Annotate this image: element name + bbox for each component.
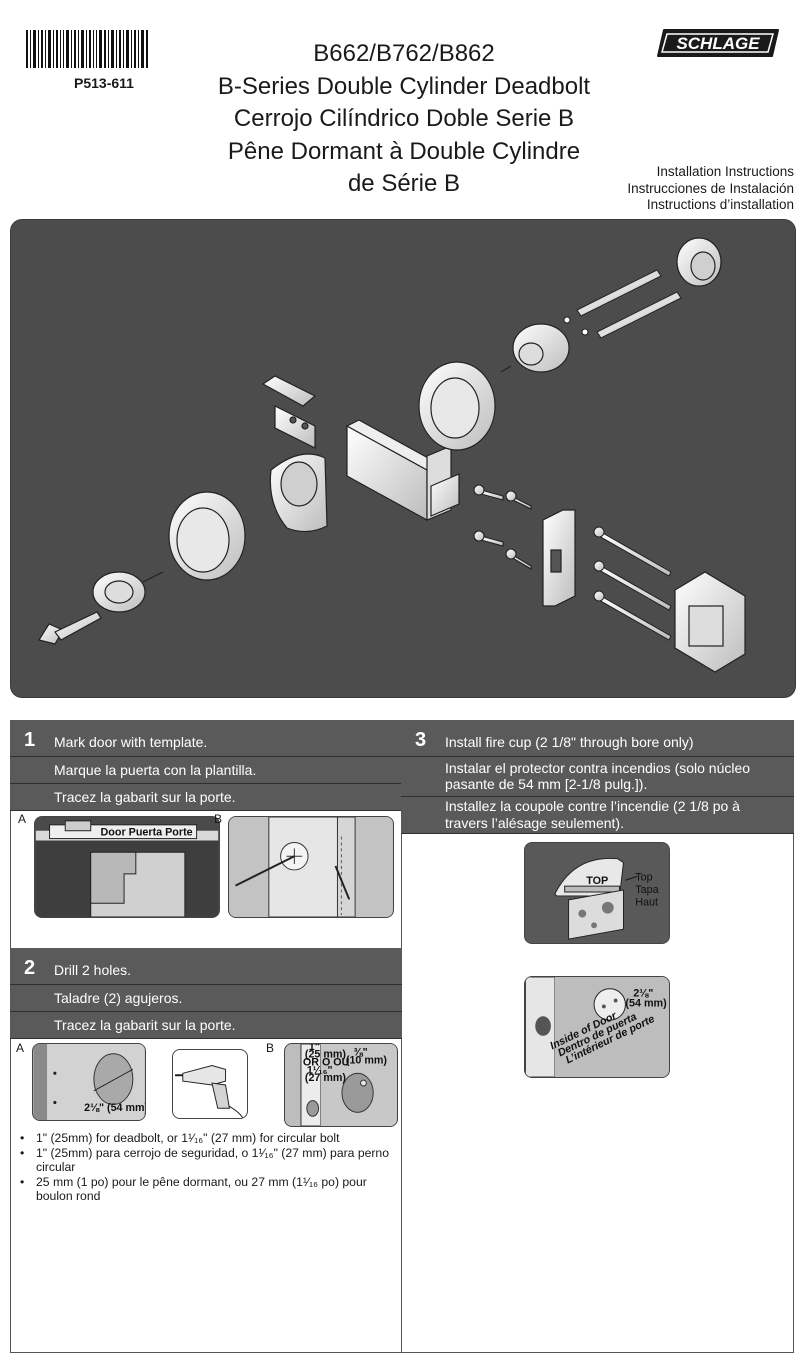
step-3-text-es: Instalar el protector contra incendios (…: [445, 760, 751, 792]
brand-name: SCHLAGE: [676, 34, 760, 53]
outside-rose: [168, 491, 246, 581]
step-3-text-en: Install fire cup (2 1/8" through bore on…: [445, 734, 694, 750]
drill-note: 25 mm (1 po) pour le pêne dormant, ou 27…: [20, 1175, 390, 1203]
step-1-row-es: Marque la puerta con la plantilla.: [10, 757, 402, 784]
instructions-fr: Instructions d’installation: [646, 197, 794, 212]
fire-cup-bore-label: 2⅛": [633, 988, 653, 1000]
bracket: [261, 375, 317, 449]
step-2-row-es: Taladre (2) agujeros.: [10, 985, 402, 1012]
step-1-label-b: B: [214, 812, 223, 826]
exploded-parts-diagram: [10, 219, 796, 698]
title-line-fr-2: de Série B: [347, 170, 461, 197]
top-label-en: Top: [635, 871, 652, 883]
outside-cylinder: [92, 571, 164, 613]
step-1-text-es: Marque la puerta con la plantilla.: [54, 762, 257, 778]
step-2-row-en: 2 Drill 2 holes.: [10, 948, 402, 985]
step-3-figure-top: TOP Top Tapa Haut: [524, 842, 670, 944]
instructions-en: Installation Instructions: [656, 164, 794, 179]
schlage-logo: SCHLAGE: [654, 26, 782, 60]
title-line-en: B-Series Double Cylinder Deadbolt: [217, 72, 591, 100]
step-3-figure-door: 2⅛" (54 mm) Inside of Door Dentro de pue…: [524, 976, 670, 1078]
step-1-label-a: A: [18, 812, 27, 826]
screws: [473, 484, 532, 570]
step-2-text-en: Drill 2 holes.: [54, 962, 132, 978]
instructions-heading: Installation Instructions Instrucciones …: [627, 164, 794, 214]
strike-reinforcer: [674, 571, 746, 673]
step-3-row-en: 3 Install fire cup (2 1/8" through bore …: [401, 720, 794, 757]
key-icon: [38, 611, 102, 645]
bore-label: 2⅛" (54 mm): [84, 1102, 145, 1114]
step-3-row-es: Instalar el protector contra incendios (…: [401, 757, 794, 797]
step-1-number: 1: [24, 729, 36, 751]
svg-text:1": 1": [309, 1044, 320, 1053]
step-2-label-b: B: [266, 1041, 275, 1055]
step-2-text-fr: Tracez la gabarit sur la porte.: [54, 1017, 236, 1033]
drill-illustration: [172, 1049, 248, 1119]
deadbolt-latch: [345, 419, 460, 522]
svg-text:(27 mm): (27 mm): [305, 1072, 347, 1084]
step-2-label-a: A: [16, 1041, 25, 1055]
svg-text:1¹⁄₁₆": 1¹⁄₁₆": [307, 1064, 333, 1076]
step-1-text-fr: Tracez la gabarit sur la porte.: [54, 789, 236, 805]
title-line-models: B662/B762/B862: [313, 40, 495, 67]
step-2-row-fr: Tracez la gabarit sur la porte.: [10, 1012, 402, 1039]
fire-cup-bore-mm: (54 mm): [625, 997, 667, 1009]
step-1-figure-b: [228, 816, 394, 918]
barcode: [26, 30, 148, 68]
svg-text:⅜": ⅜": [354, 1047, 368, 1059]
step-3-text-fr: Installez la coupole contre l’incendie (…: [445, 798, 740, 831]
step-2-text-es: Taladre (2) agujeros.: [54, 990, 183, 1006]
step-3-row-fr: Installez la coupole contre l’incendie (…: [401, 797, 794, 834]
instructions-es: Instrucciones de Instalación: [627, 180, 794, 196]
top-label-fr: Haut: [635, 897, 658, 909]
part-number: P513-611: [74, 75, 134, 91]
long-screws: [593, 526, 672, 641]
step-2-figure-a: 2⅛" (54 mm): [32, 1043, 146, 1121]
template-text: Door Puerta Porte: [101, 827, 193, 839]
step-1-text-en: Mark door with template.: [54, 734, 208, 750]
title-line-fr: Pêne Dormant à Double Cylindre: [227, 137, 581, 165]
step-2-number: 2: [24, 957, 36, 979]
step-3-number: 3: [415, 729, 427, 751]
trim-ring: [676, 237, 722, 287]
step-1-row-en: 1 Mark door with template.: [10, 720, 402, 757]
title-line-es: Cerrojo Cilíndrico Doble Serie B: [233, 105, 575, 132]
step-1-figure-a: Door Puerta Porte: [34, 816, 220, 918]
svg-text:(25 mm): (25 mm): [305, 1049, 347, 1061]
through-bolts: [563, 269, 682, 339]
inside-rose: [418, 361, 496, 451]
svg-text:OR O OU: OR O OU: [303, 1056, 350, 1068]
step-1-row-fr: Tracez la gabarit sur la porte.: [10, 784, 402, 811]
step-2-figure-b: 1" (25 mm) OR O OU 1¹⁄₁₆" (27 mm) ⅜" (10…: [284, 1043, 398, 1127]
svg-text:(10 mm): (10 mm): [346, 1055, 388, 1067]
strike-plate: [542, 509, 576, 607]
inside-cylinder: [500, 323, 570, 373]
fire-cup: [269, 453, 328, 533]
page-title: B662/B762/B862 B-Series Double Cylinder …: [196, 38, 612, 201]
drill-note: 1" (25mm) para cerrojo de seguridad, o 1…: [20, 1146, 390, 1174]
drill-note: 1" (25mm) for deadbolt, or 1¹⁄₁₆" (27 mm…: [20, 1131, 390, 1145]
top-label-es: Tapa: [635, 884, 658, 896]
drill-notes: 1" (25mm) for deadbolt, or 1¹⁄₁₆" (27 mm…: [20, 1131, 390, 1204]
top-stamp: TOP: [586, 875, 608, 887]
